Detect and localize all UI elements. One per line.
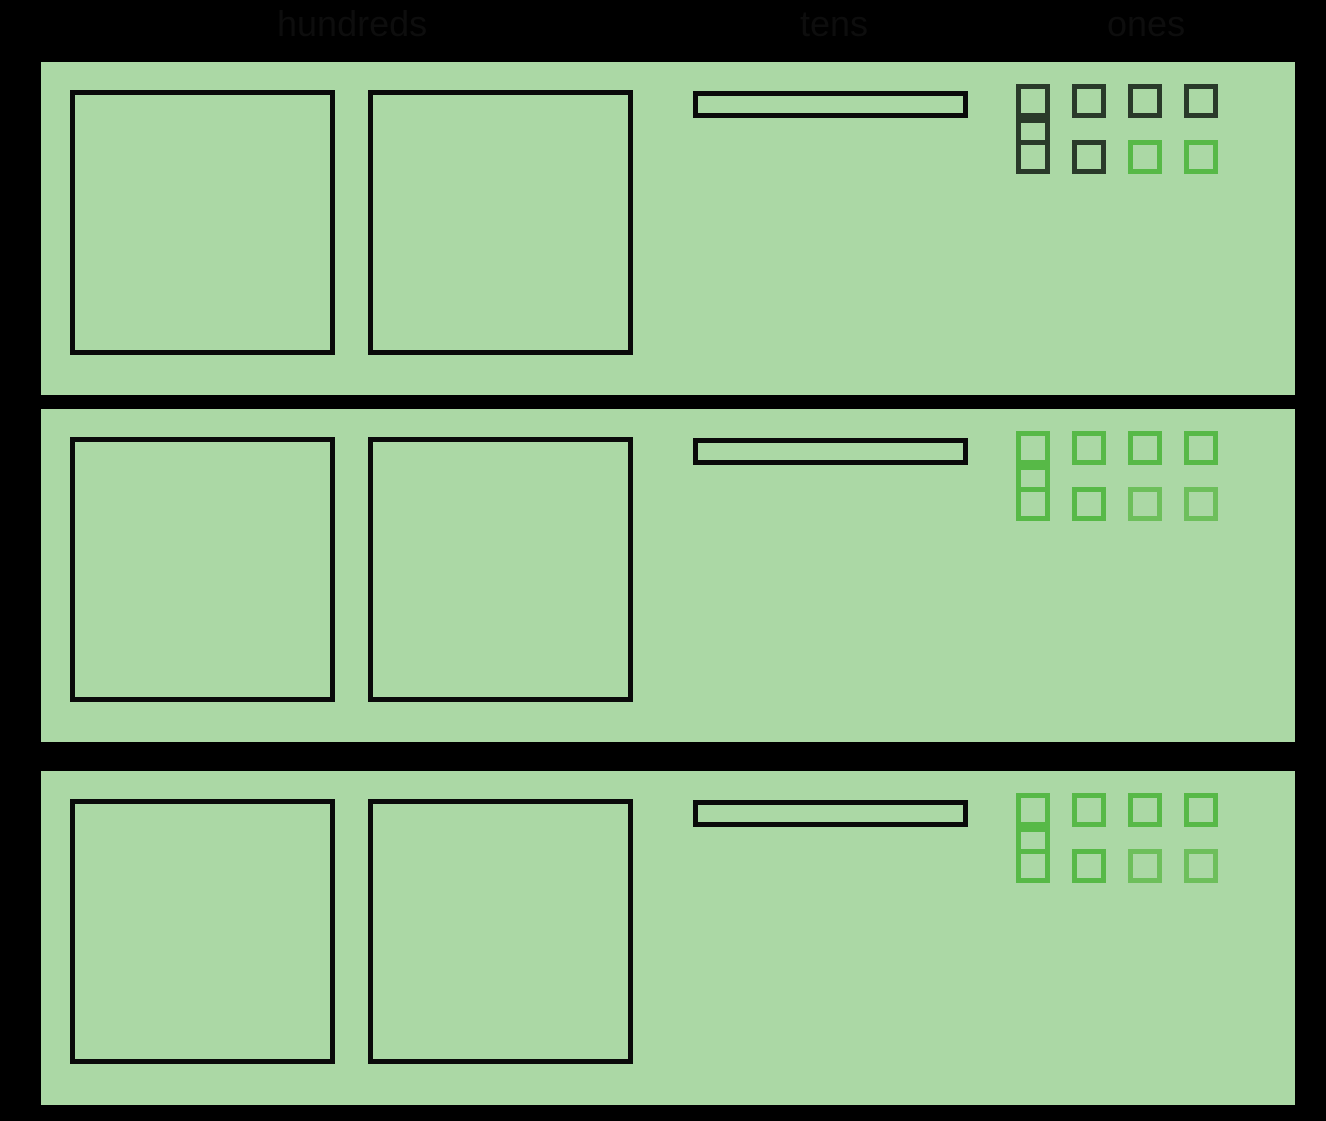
one-unit-block[interactable] (1072, 84, 1106, 118)
place-value-row[interactable] (41, 409, 1295, 742)
hundred-flat-block[interactable] (368, 799, 633, 1064)
ten-rod-block[interactable] (693, 91, 968, 118)
one-unit-block[interactable] (1016, 487, 1050, 521)
one-unit-block[interactable] (1128, 849, 1162, 883)
hundred-flat-block[interactable] (70, 90, 335, 355)
hundred-flat-block[interactable] (70, 437, 335, 702)
column-label-ones: ones (1107, 3, 1186, 44)
ones-group (1016, 84, 1278, 196)
one-unit-block[interactable] (1184, 487, 1218, 521)
column-label-hundreds: hundreds (277, 3, 428, 44)
ten-rod-block[interactable] (693, 800, 968, 827)
one-unit-block[interactable] (1128, 140, 1162, 174)
one-unit-block[interactable] (1072, 487, 1106, 521)
one-unit-block[interactable] (1184, 793, 1218, 827)
one-unit-block[interactable] (1128, 487, 1162, 521)
column-header-row: hundreds tens ones (0, 0, 1326, 62)
one-unit-block[interactable] (1016, 431, 1050, 465)
one-unit-block[interactable] (1128, 793, 1162, 827)
one-unit-block[interactable] (1016, 84, 1050, 118)
ten-rod-block[interactable] (693, 438, 968, 465)
one-unit-block[interactable] (1016, 793, 1050, 827)
one-unit-block[interactable] (1128, 84, 1162, 118)
one-unit-block[interactable] (1072, 140, 1106, 174)
one-unit-block[interactable] (1072, 431, 1106, 465)
one-unit-block[interactable] (1184, 849, 1218, 883)
one-unit-block[interactable] (1184, 84, 1218, 118)
ones-line (1016, 849, 1278, 905)
ones-line (1016, 140, 1278, 196)
ones-line (1016, 487, 1278, 543)
hundred-flat-block[interactable] (368, 437, 633, 702)
one-unit-block[interactable] (1184, 431, 1218, 465)
one-unit-block[interactable] (1184, 140, 1218, 174)
ones-line (1016, 431, 1278, 499)
one-unit-block[interactable] (1016, 140, 1050, 174)
hundred-flat-block[interactable] (368, 90, 633, 355)
ones-line (1016, 84, 1278, 152)
one-unit-block[interactable] (1128, 431, 1162, 465)
hundred-flat-block[interactable] (70, 799, 335, 1064)
one-unit-block[interactable] (1016, 849, 1050, 883)
one-unit-block[interactable] (1072, 849, 1106, 883)
one-unit-block[interactable] (1072, 793, 1106, 827)
place-value-row[interactable] (41, 771, 1295, 1105)
ones-line (1016, 793, 1278, 861)
ones-group (1016, 431, 1278, 543)
column-label-tens: tens (800, 3, 869, 44)
place-value-row[interactable] (41, 62, 1295, 395)
ones-group (1016, 793, 1278, 905)
